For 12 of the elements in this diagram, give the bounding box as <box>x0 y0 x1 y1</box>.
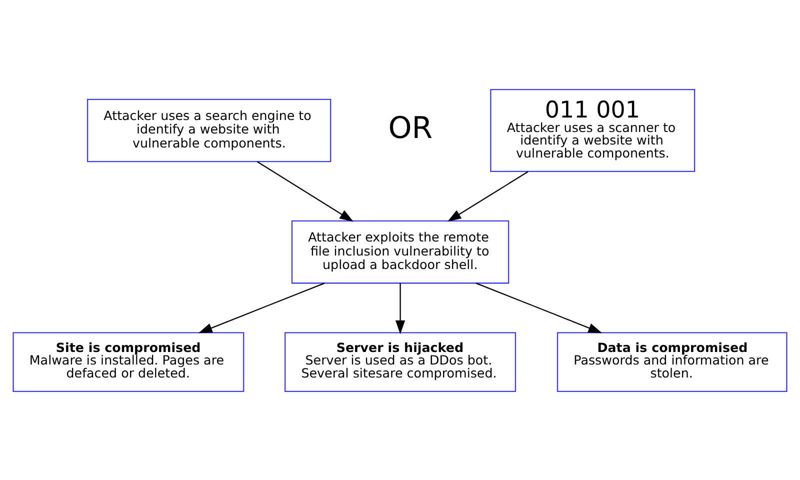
node-box: Server is hijacked Server is used as a DDos bot. Several sitesare compromised. <box>284 332 516 392</box>
arrow <box>476 282 602 333</box>
label: OR <box>388 110 433 146</box>
node-box: 011 001 Attacker uses a scanner to identify a website with vulnerable components. <box>490 88 696 172</box>
arrow <box>395 282 406 334</box>
node-box: Attacker uses a search engine to identify a website with vulnerable components. <box>86 98 332 162</box>
arrow <box>257 160 354 222</box>
arrow <box>447 170 528 222</box>
arrow <box>198 282 325 333</box>
node-box: Attacker exploits the remote file inclusion vulnerability to upload a backdoor shell. <box>291 220 510 284</box>
node-box: Site is compromised Malware is installed. Pages are defaced or deleted. <box>12 332 244 392</box>
node-box: Data is compromised Passwords and information are stolen. <box>556 332 788 392</box>
